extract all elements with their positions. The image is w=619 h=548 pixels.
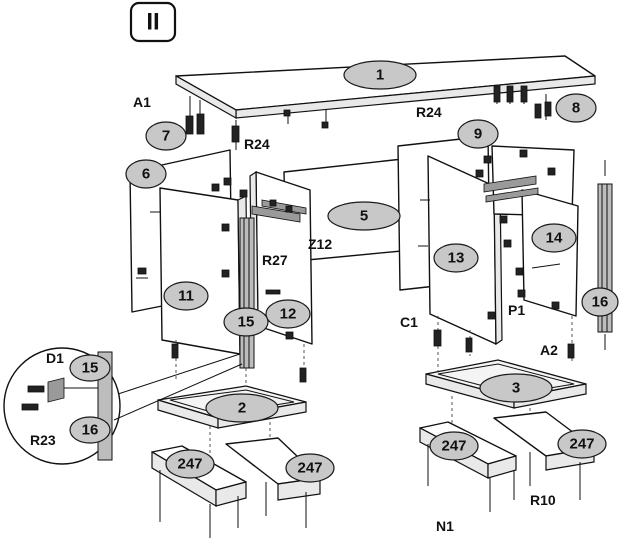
callout-bubble [479, 373, 553, 403]
hardware-code-R23: R23 [30, 432, 56, 448]
hardware-code-P1: P1 [508, 302, 525, 318]
panel-14 [521, 189, 579, 317]
callout-bubble [531, 223, 577, 253]
callout-label: 247 [177, 456, 202, 473]
hardware-code-Z12: Z12 [308, 236, 332, 252]
callout-bubble [163, 281, 209, 311]
callout-label: 247 [297, 460, 322, 477]
callout-label: 14 [546, 230, 563, 247]
callout-3: 3 [479, 373, 553, 403]
callout-label: 16 [82, 422, 99, 439]
callout-16a: 16 [581, 287, 619, 317]
callout-14: 14 [531, 223, 577, 253]
callout-247b: 247 [285, 453, 335, 483]
callout-6: 6 [125, 159, 167, 189]
callout-label: 13 [448, 250, 465, 267]
hardware-code-R10: R10 [530, 492, 556, 508]
callout-label: 16 [592, 294, 609, 311]
callout-bubble [285, 453, 335, 483]
callout-7: 7 [145, 121, 187, 151]
callout-bubble [457, 119, 499, 149]
guide-lines [171, 316, 575, 456]
step-badge: II [129, 1, 177, 43]
callout-label: 6 [142, 166, 150, 183]
callout-2: 2 [205, 393, 279, 423]
callout-bubble [429, 431, 479, 461]
callout-15b: 15 [69, 354, 111, 382]
callout-label: 7 [162, 128, 170, 145]
hardware-code-R24a: R24 [244, 136, 270, 152]
drawer-slides-right [418, 149, 561, 320]
callout-label: 15 [82, 360, 99, 377]
hardware-code-R27: R27 [262, 252, 288, 268]
callout-label: 9 [474, 126, 482, 143]
callout-bubble [69, 354, 111, 382]
callout-label: 12 [280, 306, 297, 323]
callout-5: 5 [327, 201, 401, 231]
callout-label: 11 [178, 288, 194, 305]
rail-16-right [597, 160, 613, 350]
callout-bubble [327, 201, 401, 231]
callout-bubble [581, 287, 619, 317]
callout-bubble [223, 307, 269, 337]
callout-label: 5 [360, 208, 368, 225]
callout-bubble [343, 60, 417, 90]
callout-label: 3 [512, 380, 520, 397]
hardware-code-C1: C1 [400, 314, 418, 330]
callout-label: 8 [572, 100, 580, 117]
hardware-code-A2: A2 [540, 342, 558, 358]
callout-9: 9 [457, 119, 499, 149]
callout-12: 12 [265, 299, 311, 329]
step-label: II [146, 9, 159, 36]
rail-15 [239, 217, 255, 369]
callout-label: 1 [376, 67, 384, 84]
hardware-code-R24b: R24 [416, 104, 442, 120]
callout-label: 2 [238, 400, 246, 417]
callout-bubble [557, 429, 607, 459]
top-dowels [185, 85, 552, 150]
callout-label: 247 [569, 436, 594, 453]
callout-1: 1 [343, 60, 417, 90]
callout-bubble [433, 243, 479, 273]
drawer-slides-left [211, 177, 307, 340]
callout-bubble [69, 416, 111, 444]
hardware-code-D1: D1 [46, 350, 64, 366]
callout-bubble [145, 121, 187, 151]
callout-15a: 15 [223, 307, 269, 337]
callout-bubble [205, 393, 279, 423]
callout-247a: 247 [165, 449, 215, 479]
callout-label: 15 [238, 314, 255, 331]
callout-bubble [265, 299, 311, 329]
callout-bubble [125, 159, 167, 189]
callout-bubble [165, 449, 215, 479]
callout-label: 247 [441, 438, 466, 455]
hardware-code-N1: N1 [436, 518, 454, 534]
callout-247d: 247 [557, 429, 607, 459]
callout-13: 13 [433, 243, 479, 273]
callout-16b: 16 [69, 416, 111, 444]
callout-11: 11 [163, 281, 209, 311]
hardware-code-A1: A1 [133, 94, 151, 110]
callout-247c: 247 [429, 431, 479, 461]
callout-bubble [555, 93, 597, 123]
callout-8: 8 [555, 93, 597, 123]
